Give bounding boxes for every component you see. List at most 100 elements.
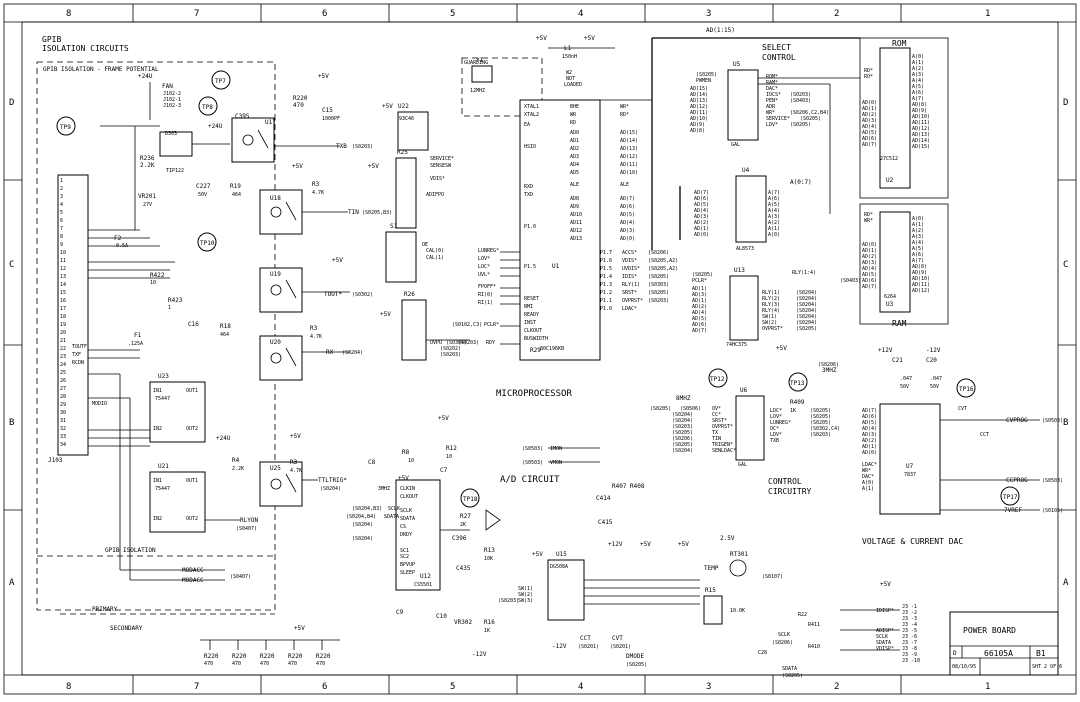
vdac-label: VOLTAGE & CURRENT DAC xyxy=(862,537,963,546)
tp16-testpoint xyxy=(956,378,976,398)
net-tin: TIN xyxy=(348,209,359,216)
svg-text:AD(8): AD(8) xyxy=(690,128,705,134)
svg-text:PEN*: PEN* xyxy=(766,98,778,104)
plus5v-bottom: +5V xyxy=(294,625,305,632)
svg-text:LOC*: LOC* xyxy=(478,264,490,270)
svg-text:IDISP*: IDISP* xyxy=(876,608,894,614)
svg-text:AD(5): AD(5) xyxy=(862,420,877,426)
svg-text:7837: 7837 xyxy=(904,472,916,478)
svg-text:A(0): A(0) xyxy=(912,54,924,60)
svg-text:LUNREG*: LUNREG* xyxy=(770,420,791,426)
a-bus-label: A(0:7) xyxy=(790,179,812,186)
r16-label: R16 xyxy=(484,619,495,626)
svg-text:R220: R220 xyxy=(232,653,247,660)
svg-text:(S0205): (S0205) xyxy=(696,72,717,78)
vr302-label: VR302 xyxy=(454,619,472,626)
svg-text:C28: C28 xyxy=(758,650,767,656)
svg-text:ALE: ALE xyxy=(620,182,629,188)
svg-text:21: 21 xyxy=(60,338,66,344)
svg-text:AD(6): AD(6) xyxy=(862,278,877,284)
svg-text:AD(5): AD(5) xyxy=(694,202,709,208)
svg-text:P1.0: P1.0 xyxy=(524,224,536,230)
svg-text:AD(4): AD(4) xyxy=(620,220,635,226)
u13-left-nets: (S0205)PCLR* AD(1)AD(3)AD(1) AD(2)AD(4)A… xyxy=(692,272,713,334)
svg-text:WR*: WR* xyxy=(620,104,629,110)
svg-text:AD(6): AD(6) xyxy=(862,136,877,142)
svg-text:150nH: 150nH xyxy=(562,54,577,60)
svg-text:(S0205): (S0205) xyxy=(782,673,803,679)
svg-text:(S0205): (S0205) xyxy=(810,408,831,414)
svg-text:8: 8 xyxy=(60,234,63,240)
svg-text:RLY(1): RLY(1) xyxy=(622,282,640,288)
svg-text:AD(3): AD(3) xyxy=(620,228,635,234)
svg-text:RD*: RD* xyxy=(864,68,873,74)
svg-text:U12: U12 xyxy=(420,573,431,580)
svg-text:WR*: WR* xyxy=(862,468,871,474)
svg-text:93C46: 93C46 xyxy=(399,116,414,122)
svg-text:SC2: SC2 xyxy=(400,554,409,560)
svg-text:A(6): A(6) xyxy=(912,90,924,96)
svg-text:IN1: IN1 xyxy=(153,478,162,484)
rom-address-nets: A(0)A(1)A(2) A(3)A(4)A(5) A(6)A(7)AD(8) … xyxy=(912,54,930,150)
svg-text:BPVUP: BPVUP xyxy=(400,562,415,568)
svg-text:P1.0: P1.0 xyxy=(600,306,612,312)
plus24u-u21: +24U xyxy=(216,435,231,442)
col-label-8-bottom: 8 xyxy=(66,682,71,692)
svg-text:TP18: TP18 xyxy=(463,496,478,503)
svg-text:(S0203): (S0203) xyxy=(648,298,669,304)
svg-text:U23: U23 xyxy=(158,373,169,380)
row-label-a-right: A xyxy=(1063,578,1069,588)
svg-text:AD(6): AD(6) xyxy=(692,322,707,328)
svg-text:SDATA: SDATA xyxy=(400,516,415,522)
svg-text:29: 29 xyxy=(60,402,66,408)
svg-text:32: 32 xyxy=(60,426,66,432)
svg-text:CAL(0): CAL(0) xyxy=(426,248,444,254)
svg-text:74HC375: 74HC375 xyxy=(726,342,747,348)
svg-text:S1: S1 xyxy=(390,223,398,230)
svg-text:10: 10 xyxy=(408,458,414,464)
plus5v-u19: +5V xyxy=(332,257,343,264)
svg-text:J3 -9: J3 -9 xyxy=(902,652,917,658)
svg-text:AD(3): AD(3) xyxy=(694,214,709,220)
net-rcdn: RCDN xyxy=(72,360,84,366)
crystal-y1: Y1 12MHZ xyxy=(470,57,493,94)
svg-text:AD(4): AD(4) xyxy=(862,426,877,432)
svg-text:AD(7): AD(7) xyxy=(862,408,877,414)
row-label-c: C xyxy=(9,260,14,270)
svg-text:U1: U1 xyxy=(552,263,560,270)
svg-text:J3 -1: J3 -1 xyxy=(902,604,917,610)
net-rdy: RDY xyxy=(486,340,495,346)
plus5v-u6: +5V xyxy=(776,345,787,352)
row-label-d-right: D xyxy=(1063,98,1068,108)
svg-text:(S0407): (S0407) xyxy=(236,526,257,532)
svg-text:W2: W2 xyxy=(566,70,572,76)
ad-bus-label: AD(1:15) xyxy=(706,27,735,34)
tp10-testpoint xyxy=(197,232,217,252)
svg-text:(S0204): (S0204) xyxy=(342,350,363,356)
svg-text:R220: R220 xyxy=(204,653,219,660)
net-cv-ref: (S0203) xyxy=(440,352,461,358)
plus5v-u17: +5V xyxy=(318,73,329,80)
svg-text:SC1: SC1 xyxy=(400,548,409,554)
svg-text:DG508A: DG508A xyxy=(550,564,568,570)
svg-text:A(0): A(0) xyxy=(912,216,924,222)
svg-text:6: 6 xyxy=(60,218,63,224)
svg-text:P1.1: P1.1 xyxy=(600,298,612,304)
svg-text:50V: 50V xyxy=(930,384,939,390)
svg-text:READY: READY xyxy=(524,312,539,318)
net-txb: TXB xyxy=(336,143,347,150)
svg-text:AD(11): AD(11) xyxy=(620,162,638,168)
svg-text:AD(9): AD(9) xyxy=(912,108,927,114)
svg-text:RI(1): RI(1) xyxy=(478,300,493,306)
svg-text:AD(9): AD(9) xyxy=(690,122,705,128)
svg-text:TP17: TP17 xyxy=(1003,494,1018,501)
svg-text:10K: 10K xyxy=(484,556,493,562)
svg-text:U4: U4 xyxy=(742,167,750,174)
net-2v5: 2.5V xyxy=(720,535,735,542)
row-label-d: D xyxy=(9,98,14,108)
r19-label: R19 xyxy=(230,183,241,190)
svg-text:DRDY: DRDY xyxy=(400,532,412,538)
svg-text:A(5): A(5) xyxy=(768,202,780,208)
svg-text:AD(10): AD(10) xyxy=(912,114,930,120)
svg-text:14: 14 xyxy=(60,282,66,288)
